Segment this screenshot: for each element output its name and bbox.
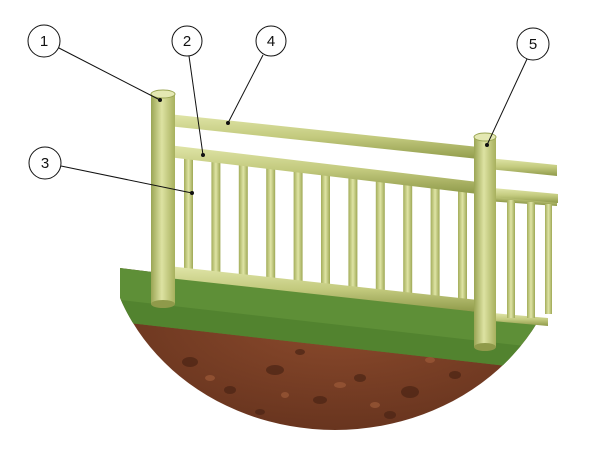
bottom-rail [168,266,478,312]
callout-3: 3 [28,146,62,180]
leader-4 [227,54,264,124]
post-left [150,89,176,308]
post-right [473,132,497,351]
callout-4: 4 [255,25,287,57]
rail-mid-far [493,188,558,203]
callout-4-label: 4 [267,33,275,50]
baluster [184,152,193,275]
leader-3 [60,165,193,194]
leader-lines [56,46,528,194]
baluster [403,178,413,299]
callout-5-label: 5 [529,36,537,53]
baluster [211,155,221,278]
callout-3-label: 3 [41,155,49,172]
leader-5 [486,58,528,146]
baluster [458,185,467,305]
callout-1-label: 1 [40,33,48,50]
baluster [238,158,248,281]
soil-stones [182,349,461,419]
callout-2: 2 [171,25,203,57]
balusters [184,152,467,305]
callout-2-label: 2 [183,33,191,50]
leader-2 [188,55,204,156]
baluster [293,165,303,287]
leader-1 [56,46,161,101]
baluster [348,172,358,293]
callout-5: 5 [516,27,550,61]
fence-far-section [493,188,558,326]
middle-rail [168,145,478,194]
callout-1: 1 [27,24,61,58]
baluster [375,175,385,296]
baluster [321,168,330,290]
baluster [430,181,440,302]
top-rail-extension [488,158,557,176]
top-rail [168,114,488,160]
baluster [266,162,276,284]
ground [120,268,560,430]
